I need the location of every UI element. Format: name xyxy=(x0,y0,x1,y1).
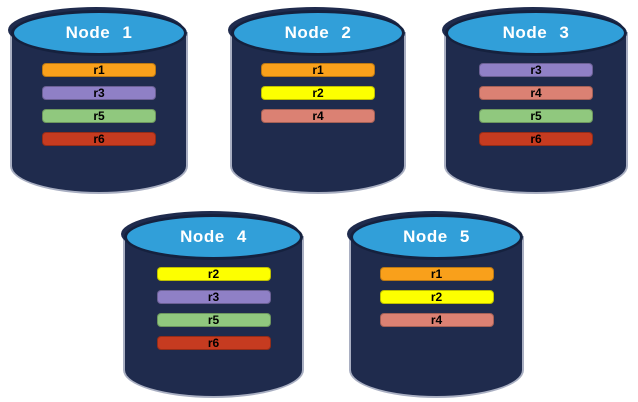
node-2-cylinder-top: Node 2 xyxy=(231,10,405,56)
replica-bar: r2 xyxy=(261,86,375,100)
replica-bar: r6 xyxy=(156,336,271,350)
replica-bar: r4 xyxy=(261,109,375,123)
replica-bar: r2 xyxy=(379,290,494,304)
replica-bar: r5 xyxy=(42,109,156,123)
node-3-title: Node 3 xyxy=(502,23,570,42)
node-3-cylinder-top: Node 3 xyxy=(445,10,627,56)
node-4-cylinder-top: Node 4 xyxy=(124,214,303,260)
node-1-replica-list: r1 r3 r5 r6 xyxy=(10,63,188,146)
node-3-replica-list: r3 r4 r5 r6 xyxy=(444,63,628,146)
node-5-replica-list: r1 r2 r4 xyxy=(349,267,524,327)
node-1-cylinder-top: Node 1 xyxy=(11,10,187,56)
replica-bar: r3 xyxy=(156,290,271,304)
node-3-cylinder: Node 3 r3 r4 r5 r6 xyxy=(444,8,628,194)
replica-bar: r4 xyxy=(479,86,593,100)
replica-bar: r2 xyxy=(156,267,271,281)
replica-bar: r3 xyxy=(42,86,156,100)
replica-bar: r1 xyxy=(42,63,156,77)
replica-bar: r1 xyxy=(261,63,375,77)
node-2-cylinder: Node 2 r1 r2 r4 xyxy=(230,8,406,194)
replica-bar: r3 xyxy=(479,63,593,77)
node-1-title: Node 1 xyxy=(65,23,133,42)
replica-bar: r6 xyxy=(42,132,156,146)
node-5-cylinder-top: Node 5 xyxy=(350,214,523,260)
replica-bar: r5 xyxy=(479,109,593,123)
replica-bar: r1 xyxy=(379,267,494,281)
replica-bar: r4 xyxy=(379,313,494,327)
node-4-cylinder: Node 4 r2 r3 r5 r6 xyxy=(123,212,304,398)
node-5-title: Node 5 xyxy=(403,227,470,246)
node-4-title: Node 4 xyxy=(180,227,247,246)
node-2-replica-list: r1 r2 r4 xyxy=(230,63,406,123)
node-4-replica-list: r2 r3 r5 r6 xyxy=(123,267,304,350)
replica-bar: r5 xyxy=(156,313,271,327)
node-5-cylinder: Node 5 r1 r2 r4 xyxy=(349,212,524,398)
node-1-cylinder: Node 1 r1 r3 r5 r6 xyxy=(10,8,188,194)
replica-bar: r6 xyxy=(479,132,593,146)
node-2-title: Node 2 xyxy=(284,23,352,42)
